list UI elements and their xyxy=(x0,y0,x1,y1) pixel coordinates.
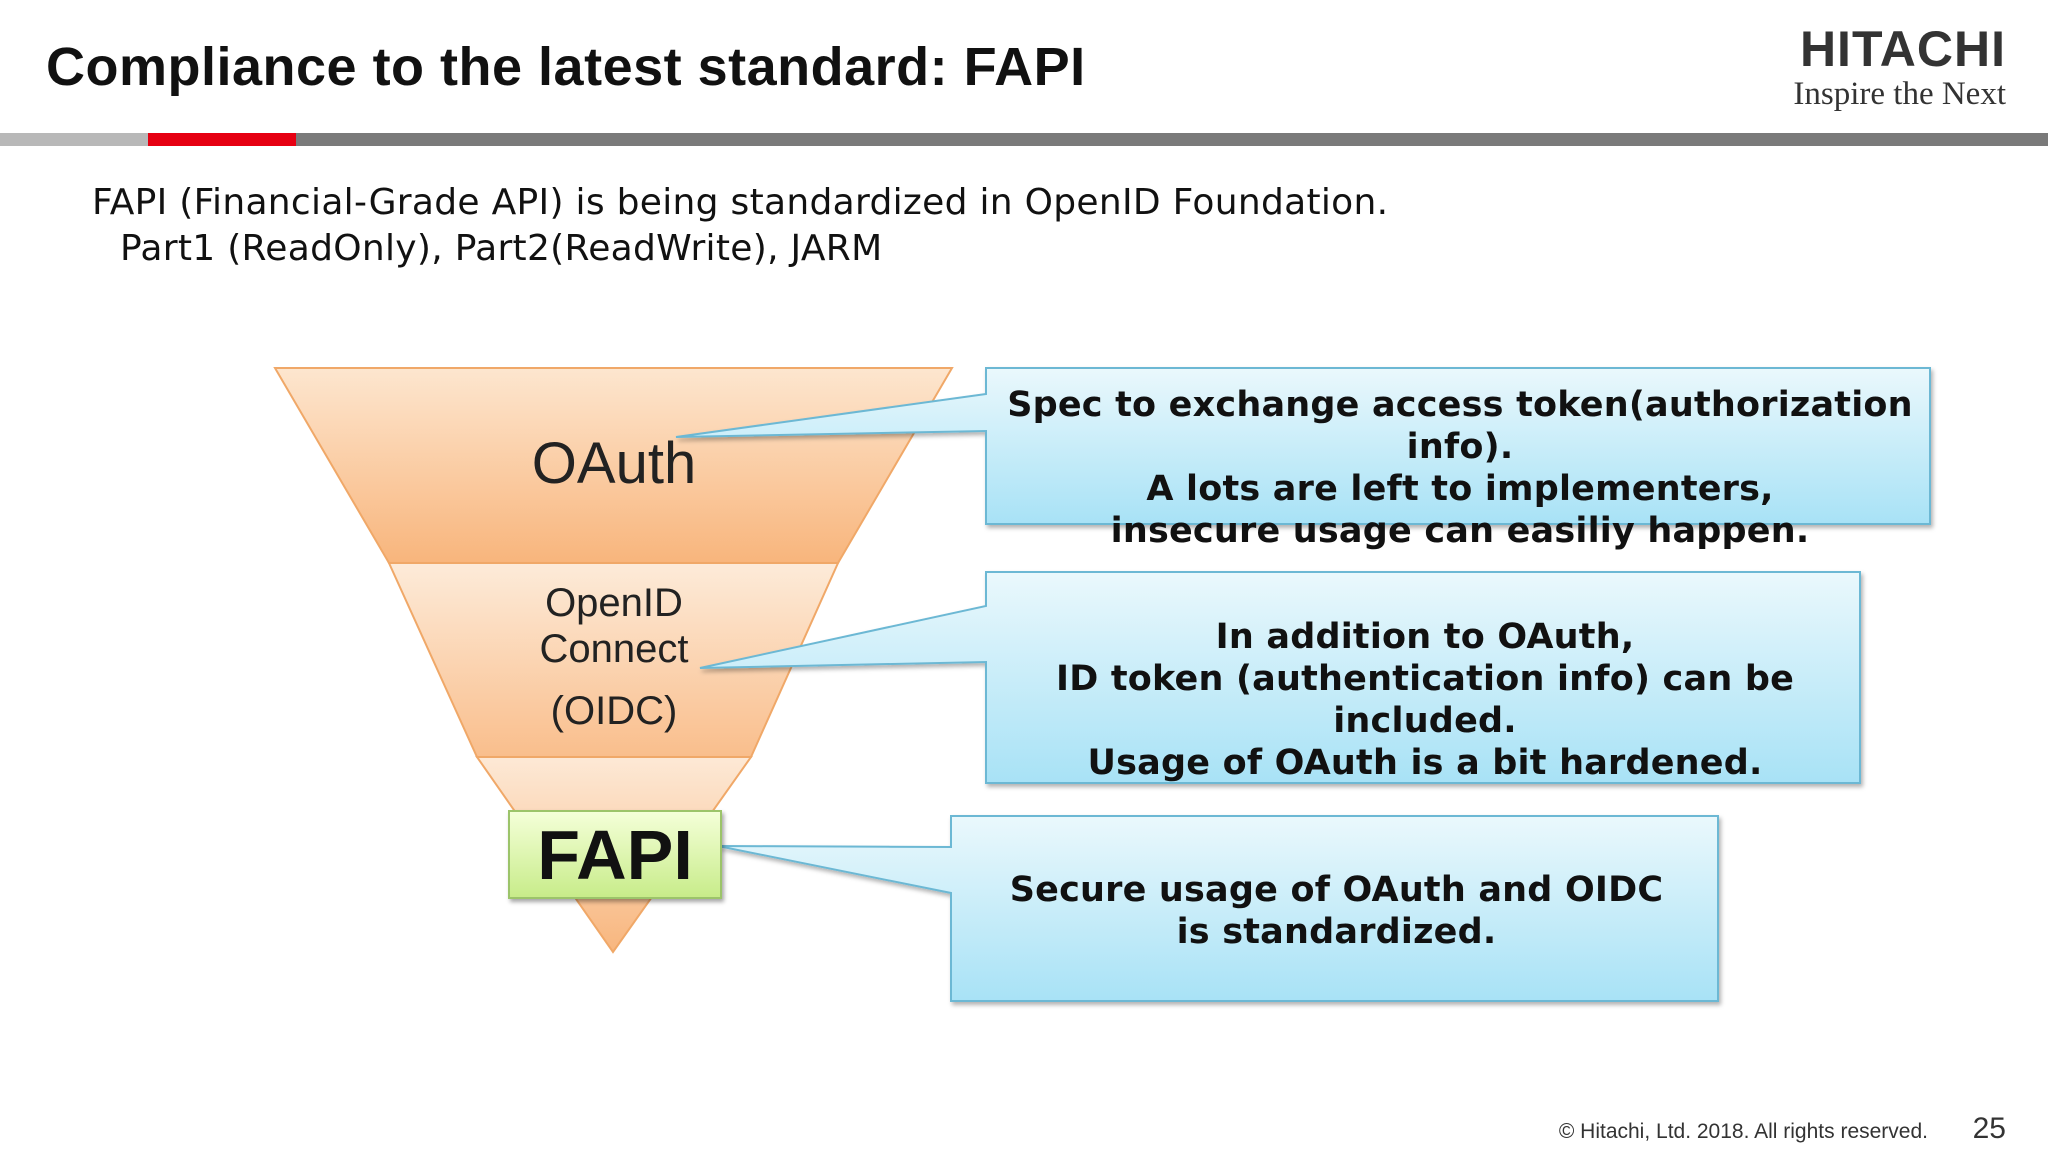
fapi-callout-shape xyxy=(717,815,1719,1002)
page-number: 25 xyxy=(1972,1112,2006,1145)
slide-title: Compliance to the latest standard: FAPI xyxy=(46,37,1086,97)
oauth-callout-line2: A lots are left to implementers, xyxy=(1146,469,1774,509)
brand-name: HITACHI xyxy=(1799,21,2006,77)
copyright-notice: © Hitachi, Ltd. 2018. All rights reserve… xyxy=(1558,1120,1928,1143)
oidc-label-line1: OpenID xyxy=(545,581,683,625)
fapi-label: FAPI xyxy=(537,815,693,894)
intro-text: FAPI (Financial-Grade API) is being stan… xyxy=(92,180,1388,272)
header-divider-accent xyxy=(148,133,296,146)
fapi-callout-text: Secure usage of OAuth and OIDC is standa… xyxy=(955,869,1718,953)
oidc-callout-line2: ID token (authentication info) can be in… xyxy=(1055,659,1795,741)
hitachi-logo: HITACHI Inspire the Next xyxy=(1793,24,2006,112)
fapi-callout-line2: is standardized. xyxy=(1176,912,1497,952)
oauth-callout-line3: insecure usage can easiliy happen. xyxy=(1110,511,1810,551)
oauth-callout-shape xyxy=(675,367,1931,525)
fapi-callout-line1: Secure usage of OAuth and OIDC xyxy=(1009,870,1664,910)
intro-line-2: Part1 (ReadOnly), Part2(ReadWrite), JARM xyxy=(120,228,883,269)
header-divider-left xyxy=(0,133,148,146)
oidc-callout-shape xyxy=(699,571,1861,784)
oauth-callout-line1: Spec to exchange access token(authorizat… xyxy=(1007,385,1913,467)
oidc-label-line3: (OIDC) xyxy=(550,689,678,733)
oidc-callout-line3: Usage of OAuth is a bit hardened. xyxy=(1087,743,1763,783)
fapi-label-box: FAPI xyxy=(508,810,722,899)
oidc-label-line2: Connect xyxy=(539,627,689,671)
oauth-callout-text: Spec to exchange access token(authorizat… xyxy=(990,384,1930,552)
brand-tagline: Inspire the Next xyxy=(1793,76,2006,112)
brand-tagline-text: Inspire the Next xyxy=(1793,76,2006,112)
oauth-label: OAuth xyxy=(531,431,697,496)
oidc-callout-line1: In addition to OAuth, xyxy=(1215,617,1635,657)
intro-line-1: FAPI (Financial-Grade API) is being stan… xyxy=(92,182,1389,223)
header-divider xyxy=(0,133,2048,146)
oidc-callout-text: In addition to OAuth, ID token (authenti… xyxy=(990,616,1860,784)
oidc-label: OpenID Connect (OIDC) xyxy=(480,580,748,734)
